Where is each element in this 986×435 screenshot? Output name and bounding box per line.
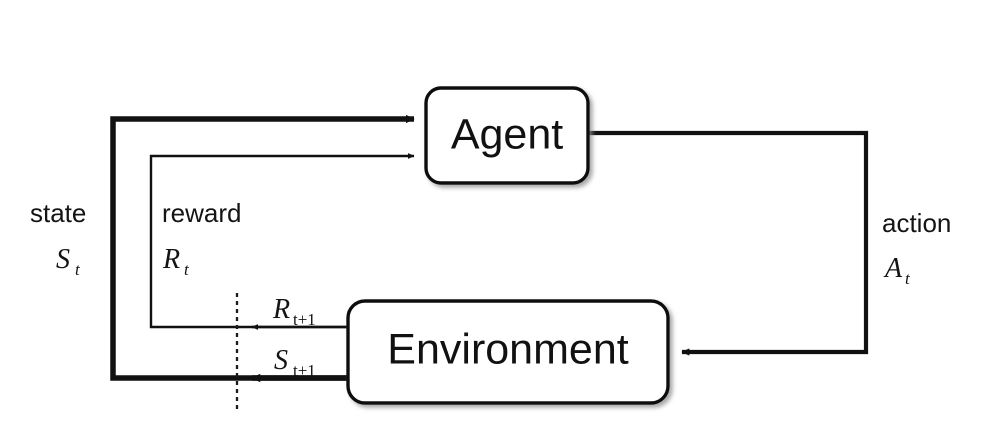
reward-next-label-subscript: t+1 bbox=[293, 310, 316, 329]
agent-box[interactable] bbox=[424, 86, 590, 185]
state-label-subscript: t bbox=[75, 260, 81, 279]
environment-box[interactable] bbox=[346, 299, 670, 405]
reward-label-word: reward bbox=[162, 198, 241, 228]
state-label-symbol: S bbox=[56, 244, 70, 275]
action-label-word: action bbox=[882, 208, 951, 238]
state-label-word: state bbox=[30, 198, 86, 228]
reward-label-subscript: t bbox=[184, 260, 190, 279]
reward-label-symbol: R bbox=[162, 244, 180, 275]
state-flow-arrow bbox=[110, 114, 415, 381]
agent-box-label: Agent bbox=[451, 110, 563, 158]
action-label-subscript: t bbox=[905, 269, 911, 288]
environment-box-label: Environment bbox=[387, 325, 628, 373]
state-next-label-symbol: S bbox=[274, 345, 288, 376]
action-flow-arrow bbox=[588, 130, 869, 356]
reward-next-label-symbol: R bbox=[272, 294, 290, 325]
reward-flow-arrow bbox=[149, 153, 415, 329]
action-label-symbol: A bbox=[883, 253, 903, 284]
state-next-label-subscript: t+1 bbox=[293, 361, 316, 380]
